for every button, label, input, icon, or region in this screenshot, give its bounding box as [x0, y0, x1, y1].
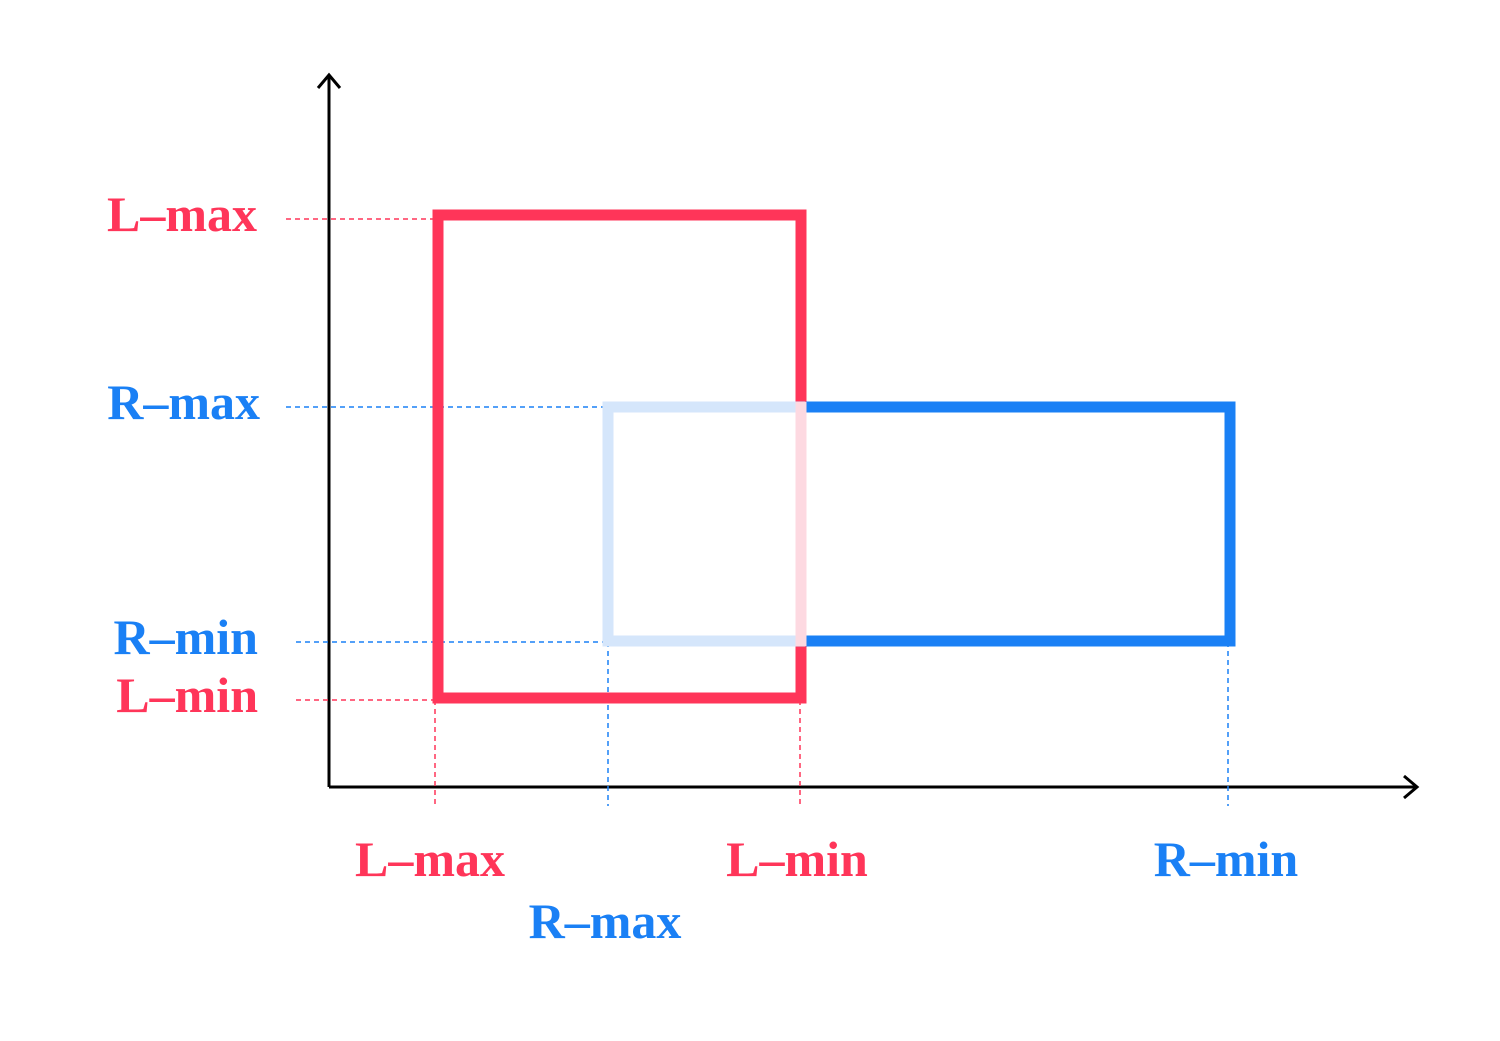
- x-label-left-max: L–max: [355, 831, 505, 887]
- right-box-faded-segment: [602, 401, 806, 647]
- x-label-right-min: R–min: [1154, 831, 1299, 887]
- y-axis-arrowhead: [316, 72, 342, 89]
- axes: [316, 72, 1420, 800]
- guide-lines: [286, 218, 1229, 806]
- left-box: [432, 209, 807, 704]
- x-label-right-max: R–max: [529, 893, 682, 949]
- y-label-right-max: R–max: [107, 374, 260, 430]
- y-label-right-min: R–min: [114, 609, 259, 665]
- y-label-left-max: L–max: [107, 186, 257, 242]
- x-label-left-min: L–min: [726, 831, 868, 887]
- x-axis-arrowhead: [1403, 774, 1420, 800]
- y-label-left-min: L–min: [116, 667, 258, 723]
- right-box: [806, 401, 1236, 647]
